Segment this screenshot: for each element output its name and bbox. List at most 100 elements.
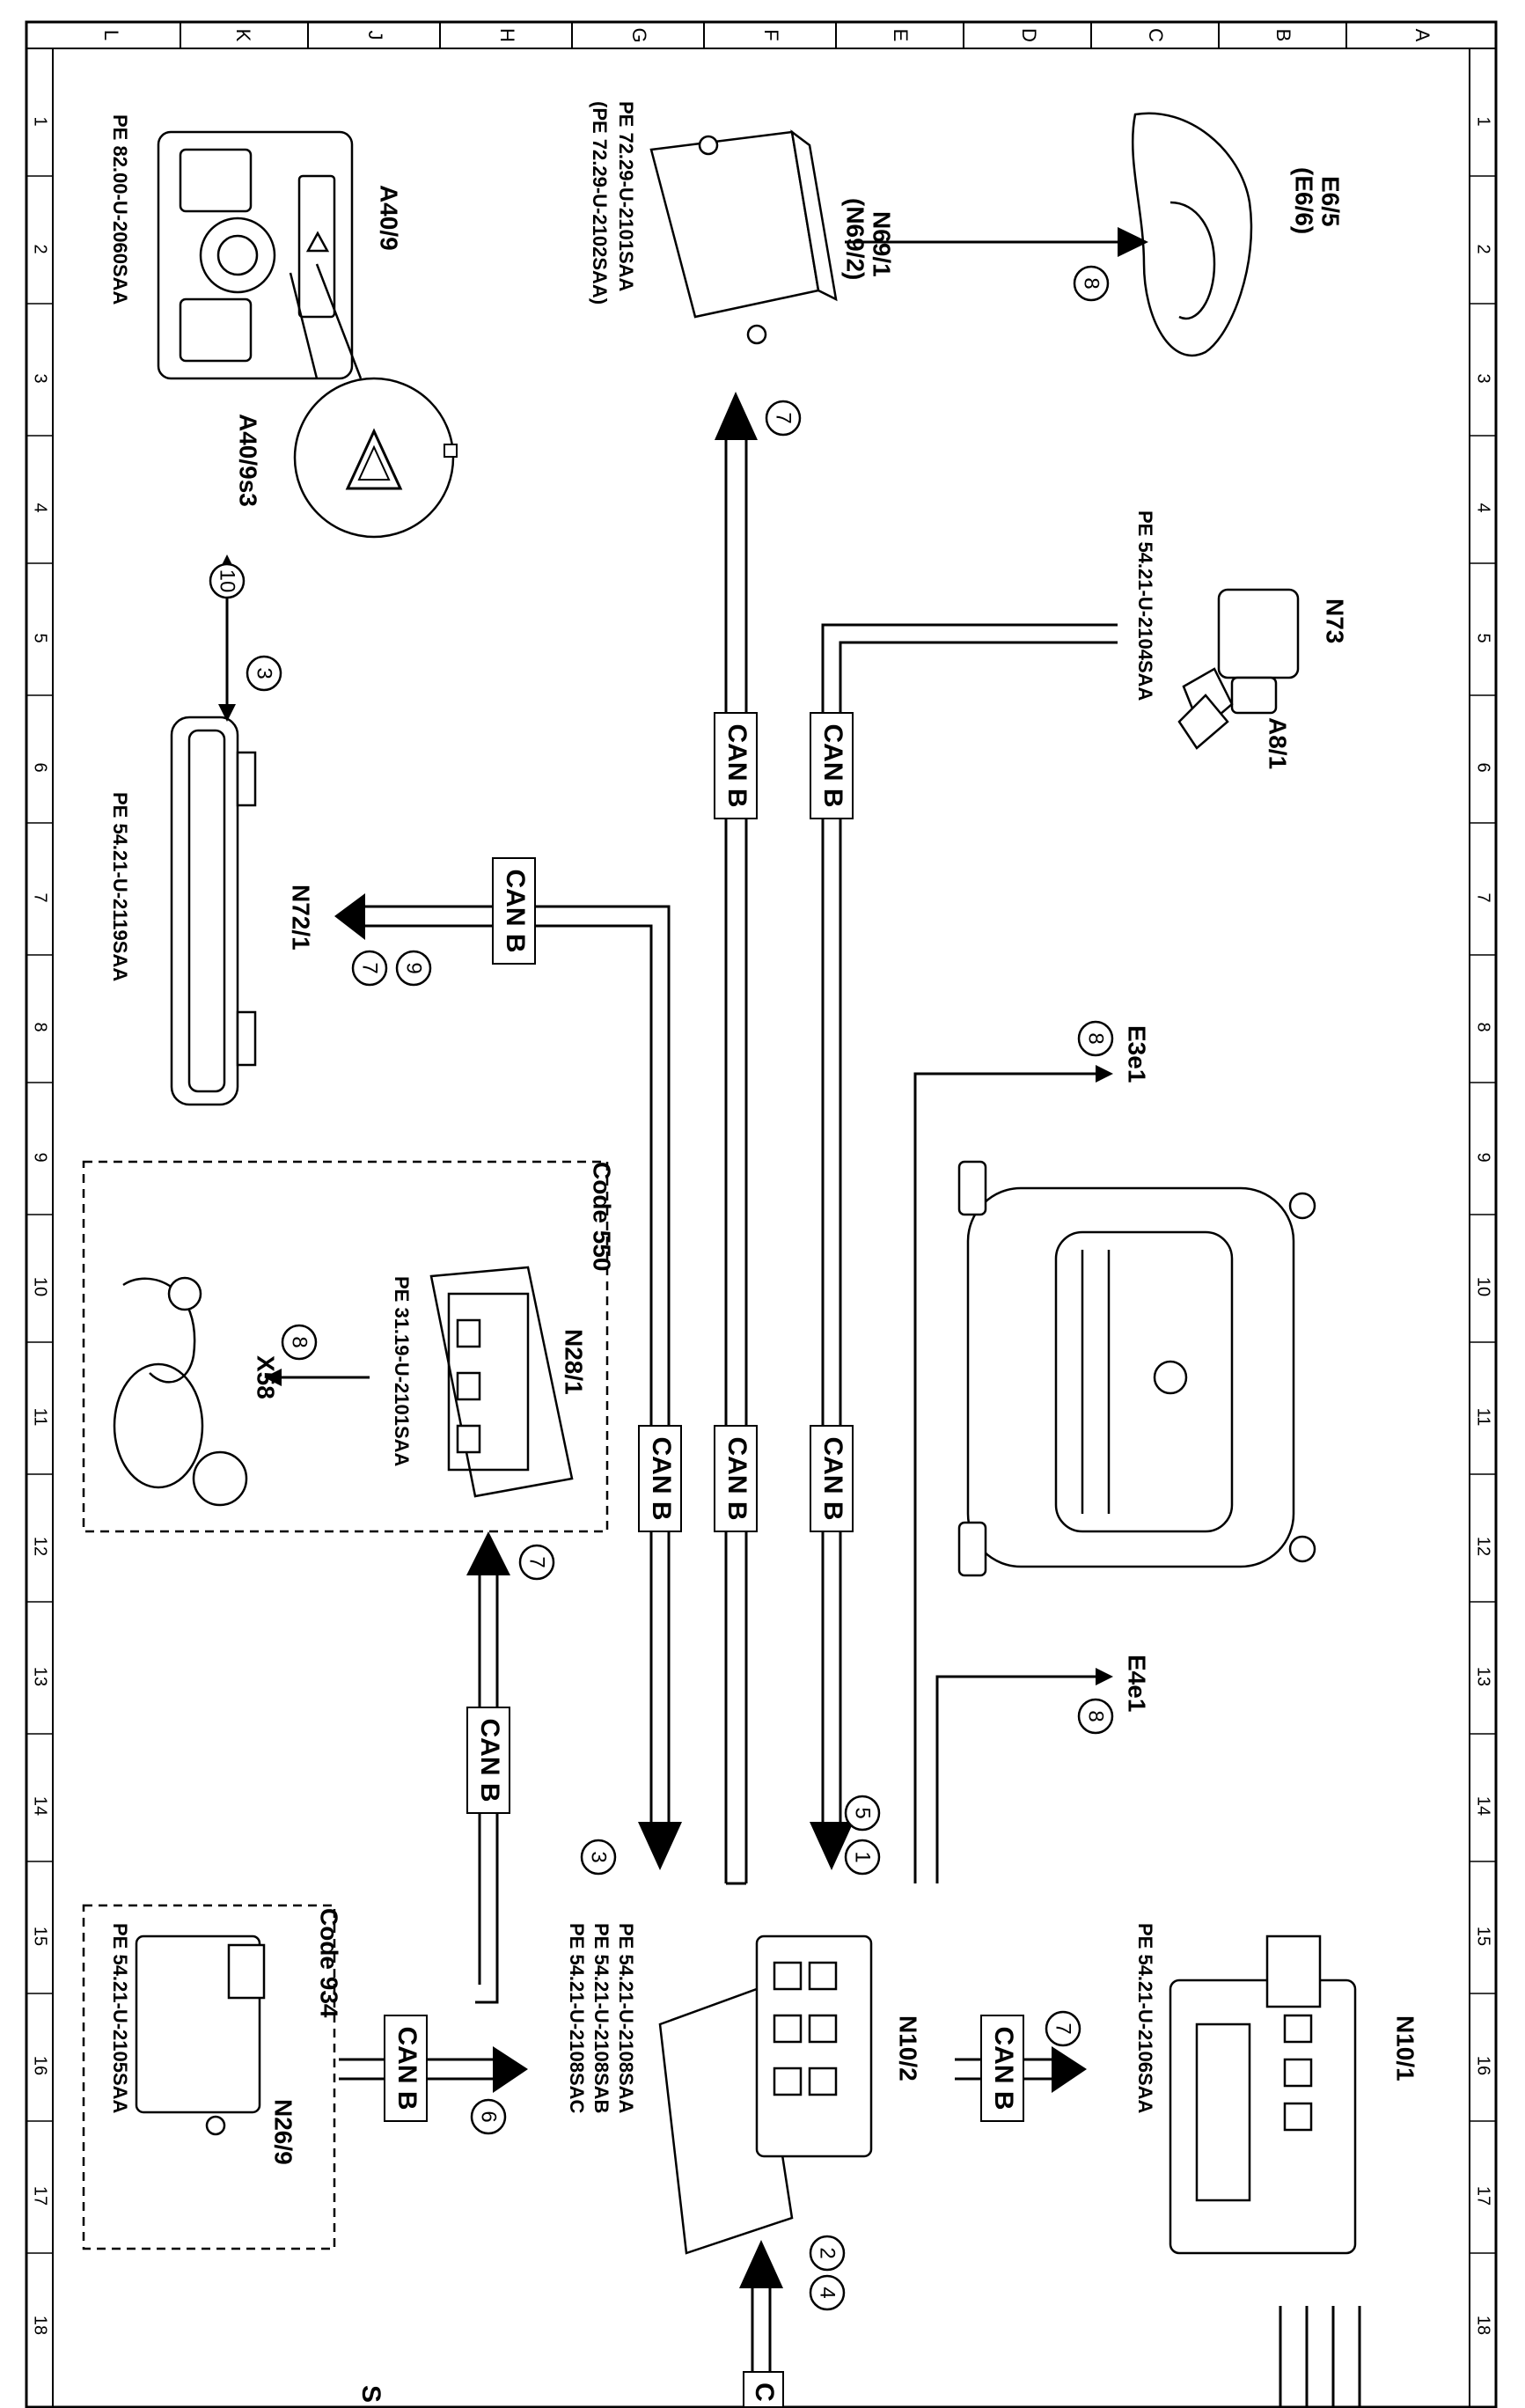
row-label: 7 bbox=[1474, 892, 1493, 902]
row-label: 12 bbox=[1474, 1537, 1493, 1556]
pe-ref: PE 54.21-U-2119SAA bbox=[109, 792, 131, 981]
trailer-module-icon bbox=[429, 1266, 574, 1498]
can-label-text: CAN B bbox=[722, 1437, 752, 1521]
component-label-N69-2: (N69/2) bbox=[842, 198, 869, 280]
circle-number: 6 bbox=[470, 2098, 507, 2135]
circle-number: 8 bbox=[1077, 1020, 1114, 1057]
circle-number-text: 4 bbox=[816, 2287, 839, 2298]
pe-ref: PE 54.21-U-2106SAA bbox=[1134, 1923, 1156, 2114]
row-label: 9 bbox=[1474, 1152, 1493, 1162]
circle-number-text: 5 bbox=[851, 1807, 875, 1818]
row-label: 4 bbox=[31, 503, 50, 512]
can-label: CAN B bbox=[714, 712, 758, 819]
col-label: A bbox=[1411, 29, 1433, 42]
circle-number-text: 8 bbox=[288, 1336, 312, 1347]
col-label: C bbox=[1145, 28, 1167, 42]
col-label: G bbox=[628, 27, 650, 42]
can-label-text: CAN B bbox=[818, 1437, 847, 1521]
pe-ref: PE 54.21-U-2104SAA bbox=[1134, 510, 1156, 701]
can-label-text: CAN B bbox=[647, 1437, 676, 1521]
arrow-right bbox=[1096, 1065, 1113, 1083]
pe-ref: PE 54.21-U-2108SAB bbox=[590, 1923, 612, 2113]
car-front-icon bbox=[957, 1160, 1316, 1577]
mirror-icon bbox=[1131, 112, 1253, 357]
code-label-934: Code 934 bbox=[316, 1908, 343, 2018]
row-label: 7 bbox=[31, 892, 50, 902]
row-labels bbox=[26, 175, 1496, 2254]
row-label: 1 bbox=[31, 116, 50, 126]
circle-number-text: 1 bbox=[851, 1851, 875, 1862]
arrow-down bbox=[810, 1822, 854, 1870]
component-label-N72-1: N72/1 bbox=[288, 885, 315, 951]
circle-number: 3 bbox=[580, 1839, 617, 1876]
component-label-A8-1: A8/1 bbox=[1265, 717, 1292, 769]
row-label: 3 bbox=[1474, 373, 1493, 383]
can-label-text: CAN B bbox=[501, 870, 530, 953]
circle-number: 8 bbox=[1073, 265, 1110, 302]
col-label: L bbox=[100, 30, 122, 40]
component-label-A40-9: A40/9 bbox=[376, 185, 403, 251]
footer-fragment-left: S bbox=[356, 2385, 385, 2403]
circle-number: 7 bbox=[765, 400, 802, 437]
row-label: 12 bbox=[31, 1537, 50, 1556]
row-label: 14 bbox=[1474, 1796, 1493, 1816]
row-label: 11 bbox=[31, 1408, 50, 1427]
can-label-text: CAN B bbox=[722, 724, 752, 808]
code-boxes bbox=[82, 1160, 609, 2250]
row-label: 17 bbox=[1474, 2186, 1493, 2206]
col-label: E bbox=[890, 29, 912, 42]
row-label: 1 bbox=[1474, 116, 1493, 126]
row-label: 13 bbox=[1474, 1667, 1493, 1686]
component-label-X58: X58 bbox=[253, 1355, 280, 1399]
circle-number-text: 2 bbox=[816, 2247, 839, 2258]
row-label: 6 bbox=[1474, 762, 1493, 772]
arrow-up bbox=[466, 1531, 510, 1575]
pe-ref: PE 54.21-U-2108SAC bbox=[566, 1923, 588, 2114]
code-labels: Code 550 Code 934 bbox=[316, 1162, 616, 2018]
can-label: CAN B bbox=[980, 2015, 1024, 2122]
row-numbers-right: 1 2 3 4 5 6 7 8 9 10 11 12 13 14 15 16 1… bbox=[1474, 116, 1493, 2335]
component-label-N26-9: N26/9 bbox=[270, 2099, 297, 2165]
circle-number: 9 bbox=[395, 950, 432, 987]
circle-number-text: 8 bbox=[1084, 1710, 1108, 1722]
arrow-up bbox=[715, 392, 758, 440]
col-label: B bbox=[1272, 29, 1294, 42]
component-label-N69-1: N69/1 bbox=[869, 211, 896, 277]
can-label: CAN B bbox=[384, 2015, 428, 2122]
pe-ref: PE 72.29-U-2101SAA bbox=[615, 101, 637, 292]
arrow-left bbox=[334, 893, 365, 940]
can-label-text: CAN B bbox=[392, 2027, 422, 2111]
component-label-E3e1: E3e1 bbox=[1124, 1025, 1151, 1083]
can-label: CAN B bbox=[714, 1425, 758, 1532]
column-labels: L K J H G F E D C B A bbox=[100, 22, 1433, 48]
col-label: H bbox=[496, 28, 518, 42]
col-label: D bbox=[1018, 28, 1040, 42]
circle-number: 3 bbox=[246, 655, 282, 692]
pe-references: PE 82.00-U-2060SAA PE 72.29-U-2101SAA (P… bbox=[109, 101, 1156, 2114]
circle-number: 2 bbox=[809, 2235, 846, 2272]
component-label-A40-9s3: A40/9s3 bbox=[235, 414, 262, 507]
component-label-N73: N73 bbox=[1322, 598, 1349, 643]
circle-number-text: 7 bbox=[1052, 2023, 1075, 2034]
row-label: 17 bbox=[31, 2186, 50, 2206]
pe-ref: PE 54.21-U-2105SAA bbox=[109, 1923, 131, 2114]
row-label: 8 bbox=[1474, 1022, 1493, 1031]
row-label: 4 bbox=[1474, 503, 1493, 512]
row-label: 14 bbox=[31, 1796, 50, 1816]
row-label: 3 bbox=[31, 373, 50, 383]
circle-number: 8 bbox=[1077, 1698, 1114, 1735]
sam-rear-icon bbox=[658, 1934, 873, 2255]
col-label: K bbox=[232, 29, 254, 42]
hazard-switch-zoom-icon bbox=[289, 263, 458, 539]
col-label: J bbox=[364, 31, 386, 40]
can-labels: CAN B CAN B CAN B CAN B CAN B CAN B CAN … bbox=[384, 712, 1024, 2122]
circle-number: 7 bbox=[518, 1544, 555, 1581]
row-label: 11 bbox=[1474, 1408, 1493, 1427]
arrow-right bbox=[493, 2046, 528, 2093]
pe-ref: PE 54.21-U-2108SAA bbox=[615, 1923, 637, 2114]
arrow-left bbox=[264, 1369, 282, 1386]
component-label-E6-6: (E6/6) bbox=[1291, 167, 1318, 234]
circle-number: 7 bbox=[1045, 2010, 1081, 2047]
can-label: CAN B bbox=[810, 712, 854, 819]
